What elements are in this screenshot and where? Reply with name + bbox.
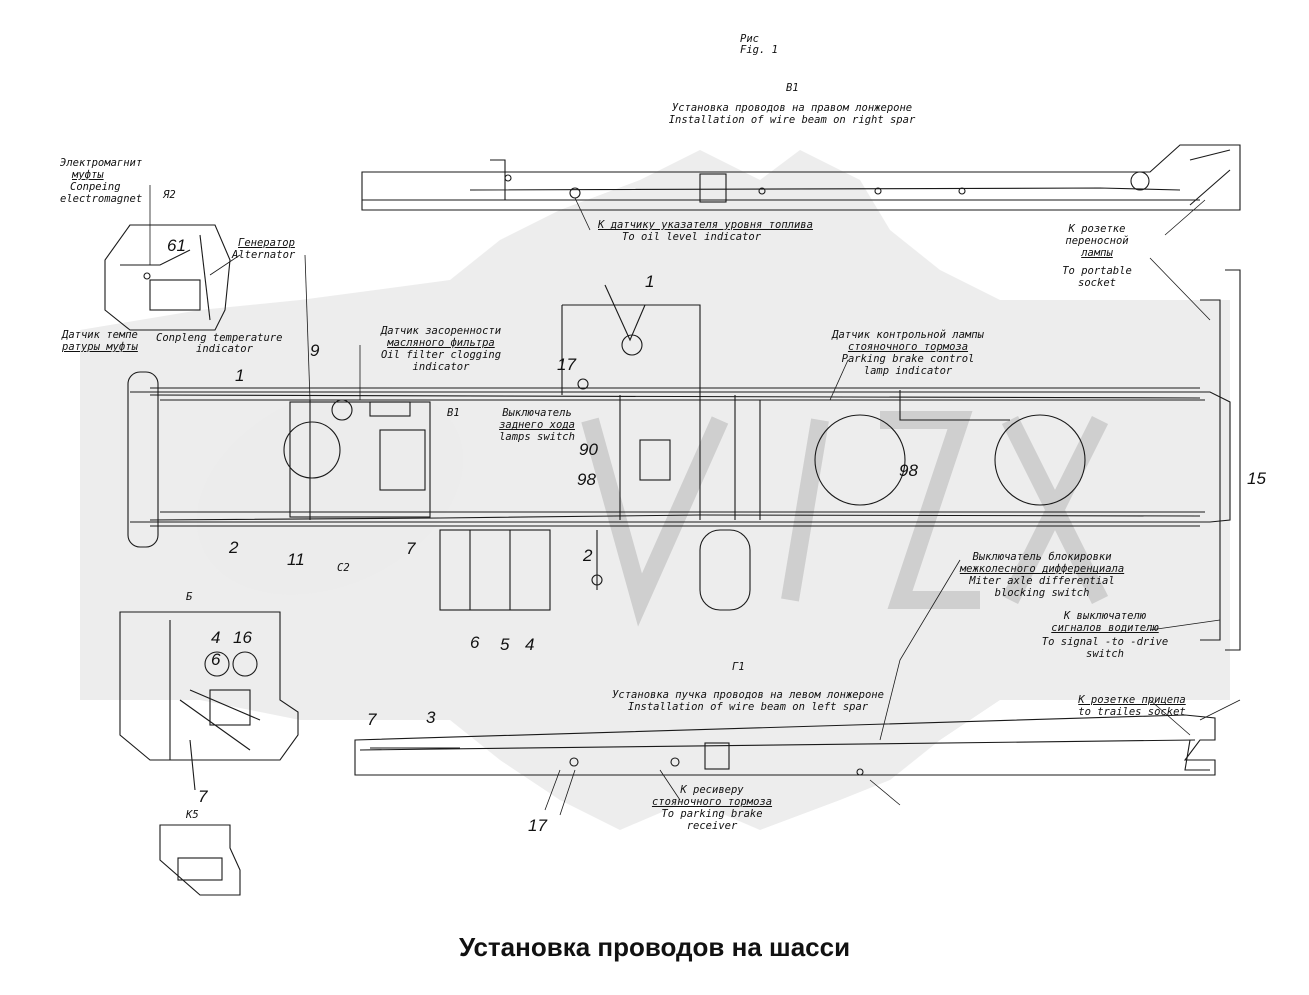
oil-filter-ru2: масляного фильтра — [387, 337, 495, 349]
callout-61: 61 — [167, 236, 186, 255]
fuel-level-en: To oil level indicator — [622, 231, 762, 243]
parking-brake-ru2: стояночного тормоза — [847, 341, 969, 353]
callout-16: 16 — [233, 628, 252, 647]
caption: Установка проводов на шасси — [458, 932, 851, 962]
generator-en: Alternator — [232, 249, 296, 261]
oil-filter-ru1: Датчик засоренности — [380, 325, 502, 337]
view-b1-inline: В1 — [447, 407, 460, 419]
signal-driver-en1: To signal -to -drive — [1041, 636, 1169, 648]
callout-6b: 6 — [211, 650, 221, 669]
callout-9: 9 — [310, 341, 320, 360]
callout-7b: 7 — [367, 710, 377, 729]
parking-brake-ru1: Датчик контрольной лампы — [832, 329, 984, 341]
signal-driver-ru2: сигналов водителю — [1051, 622, 1159, 634]
clutch-magnet-ru2: муфты — [72, 169, 104, 181]
clutch-temp-en1: Conpleng temperature — [156, 332, 283, 344]
clutch-magnet-en2: electromagnet — [60, 193, 143, 205]
callout-4a: 4 — [211, 628, 221, 647]
clutch-temp-ru2: ратуры муфты — [62, 341, 138, 353]
oil-filter-en1: Oil filter clogging — [380, 349, 502, 361]
portable-socket-ru2: переносной — [1065, 235, 1129, 247]
trailer-socket-ru: К розетке прицепа — [1078, 694, 1186, 706]
figure-label-ru: Рис — [740, 33, 759, 45]
left-spar-view — [354, 714, 1216, 776]
parking-receiver-ru1: К ресиверу — [680, 784, 744, 796]
reverse-ru1: Выключатель — [502, 407, 572, 419]
callout-4b: 4 — [525, 635, 535, 654]
callout-98b: 98 — [899, 461, 918, 480]
callout-11: 11 — [287, 550, 305, 569]
callout-15: 15 — [1247, 469, 1266, 488]
parking-brake-en2: lamp indicator — [863, 365, 953, 377]
diff-lock-en1: Miter axle differential — [969, 575, 1115, 587]
callout-6a: 6 — [470, 633, 480, 652]
portable-socket-en2: socket — [1078, 277, 1116, 289]
callout-5: 5 — [500, 635, 510, 654]
watermark-logo — [80, 150, 1230, 830]
view-g1-ru: Установка пучка проводов на левом лонжер… — [612, 689, 884, 701]
portable-socket-ru3: лампы — [1081, 247, 1113, 259]
view-b: Б — [186, 591, 193, 603]
callout-3a: 3 — [426, 708, 436, 727]
clutch-magnet-en1: Conpeing — [70, 181, 121, 193]
clutch-temp-en2: indicator — [196, 343, 253, 355]
signal-driver-ru1: К выключателю — [1063, 610, 1147, 622]
clutch-magnet-ru1: Электромагнит — [60, 157, 143, 169]
diff-lock-ru2: межколесного дифференциала — [959, 563, 1125, 575]
callout-90: 90 — [579, 440, 598, 459]
signal-driver-en2: switch — [1086, 648, 1124, 660]
oil-filter-en2: indicator — [412, 361, 470, 373]
figure-label: Рис Fig. 1 — [740, 34, 778, 56]
portable-socket-ru1: К розетке — [1068, 223, 1126, 235]
right-spar-view — [361, 144, 1241, 211]
view-g1-en: Installation of wire beam on left spar — [627, 701, 869, 713]
inset-b — [119, 611, 299, 791]
view-k5: К5 — [186, 809, 199, 821]
view-b1-id: В1 — [786, 82, 799, 94]
callout-98a: 98 — [577, 470, 596, 489]
callout-7c: 7 — [198, 787, 208, 806]
parking-brake-en1: Parking brake control — [841, 353, 975, 365]
view-g1-id: Г1 — [732, 661, 745, 673]
parking-receiver-en2: receiver — [686, 820, 738, 832]
generator-ru: Генератор — [238, 237, 295, 249]
fuel-level-ru: К датчику указателя уровня топлива — [598, 219, 813, 231]
view-b1-ru: Установка проводов на правом лонжероне — [671, 102, 913, 114]
reverse-en1: lamps switch — [499, 431, 575, 443]
callout-1b: 1 — [235, 366, 245, 385]
view-ya2: Я2 — [163, 189, 176, 201]
diff-lock-en2: blocking switch — [994, 587, 1090, 599]
parking-receiver-ru2: стояночного тормоза — [651, 796, 773, 808]
callout-17a: 17 — [557, 355, 576, 374]
callout-2a: 2 — [229, 538, 239, 557]
callout-17b: 17 — [528, 816, 547, 835]
inset-k5 — [159, 824, 241, 896]
reverse-ru2: заднего хода — [499, 419, 575, 431]
callout-7a: 7 — [406, 539, 416, 558]
callout-2b: 2 — [583, 546, 593, 565]
diff-lock-ru1: Выключатель блокировки — [972, 551, 1112, 563]
callout-1a: 1 — [645, 272, 655, 291]
clutch-inset — [104, 224, 231, 331]
trailer-socket-en: to trailes socket — [1078, 706, 1186, 718]
leader-lines — [149, 185, 1241, 816]
view-c2: С2 — [337, 562, 350, 574]
chassis-frame — [127, 269, 1241, 651]
view-b1-en: Installation of wire beam on right spar — [668, 114, 916, 126]
parking-receiver-en1: To parking brake — [661, 808, 763, 820]
figure-label-en: Fig. 1 — [740, 44, 778, 56]
portable-socket-en1: To portable — [1062, 265, 1132, 277]
clutch-temp-ru1: Датчик темпе — [62, 329, 138, 341]
